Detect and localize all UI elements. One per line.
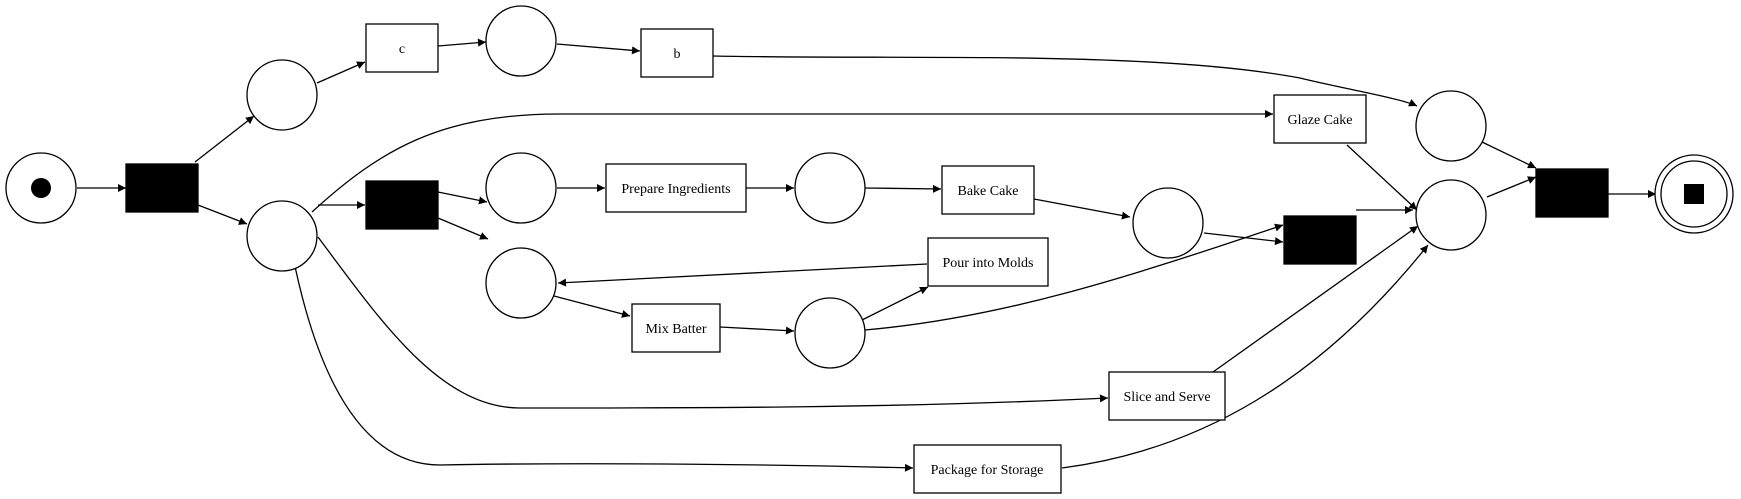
transition-b: b: [640, 28, 714, 78]
transition-package-for-storage: Package for Storage: [913, 444, 1062, 494]
arc-c-to-p-c: [437, 38, 487, 47]
silent-transitions: [125, 163, 1609, 265]
arc-pour-to-p-mix: [557, 263, 928, 287]
transition-slice-and-serve-label: Slice and Serve: [1123, 390, 1210, 405]
arc-p-prep-done-to-bake: [864, 184, 942, 193]
place-end: [1415, 179, 1487, 251]
arc-split-to-p-upper: [194, 115, 255, 163]
arc-p-mixed-to-and-join: [864, 223, 1284, 331]
final-token-icon: [1684, 184, 1704, 204]
initial-token-icon: [31, 178, 51, 198]
transition-pour-into-molds-label: Pour into Molds: [942, 256, 1033, 271]
transition-mix-batter: Mix Batter: [631, 303, 721, 353]
place-upper: [246, 59, 318, 131]
place-mix: [485, 247, 557, 319]
arc-p-mixed-to-pour: [861, 286, 929, 321]
arc-and-split-to-p-prep: [437, 191, 488, 205]
arc-split-to-p-main: [197, 204, 248, 225]
transition-glaze-cake-label: Glaze Cake: [1288, 113, 1353, 128]
places: [5, 5, 1734, 369]
arc-p-bake-to-and-join: [1203, 232, 1284, 246]
arc-p-main-to-glaze: [311, 110, 1273, 213]
place-main: [246, 200, 318, 272]
arc-p-upper-to-c: [316, 61, 366, 84]
arc-p-mix-to-mix-batter: [553, 295, 631, 318]
place-prep: [485, 152, 557, 224]
arc-p-end-to-and-final: [1486, 176, 1537, 198]
transition-mix-batter-label: Mix Batter: [645, 322, 706, 337]
arc-p-main-to-package: [289, 241, 914, 472]
arc-package-to-p-end: [1061, 244, 1429, 469]
arc-p-main-to-slice: [317, 236, 1109, 409]
arc-slice-to-p-end: [1212, 225, 1419, 373]
arc-and-split-to-p-mix: [437, 217, 489, 240]
place-mixed: [794, 297, 866, 369]
arc-p-c-to-b: [556, 43, 641, 55]
place-baked: [1132, 187, 1204, 259]
transition-slice-and-serve: Slice and Serve: [1108, 371, 1226, 421]
transition-pour-into-molds: Pour into Molds: [927, 237, 1049, 287]
place-prep-done: [794, 152, 866, 224]
place-after-b: [1415, 90, 1487, 162]
tau-split: [125, 163, 199, 213]
labeled-transitions: c b Glaze Cake Prepare Ingredients Bake …: [365, 23, 1367, 494]
transition-c: c: [365, 23, 439, 73]
transition-prepare-ingredients: Prepare Ingredients: [605, 163, 747, 213]
arcs: [77, 38, 1656, 472]
tau-final: [1535, 168, 1609, 218]
arc-glaze-to-p-end: [1346, 144, 1418, 211]
transition-glaze-cake: Glaze Cake: [1273, 94, 1367, 144]
transition-bake-cake: Bake Cake: [941, 165, 1035, 215]
arc-bake-to-p-bake: [1033, 198, 1131, 220]
tau-and-split: [365, 180, 439, 230]
transition-prepare-ingredients-label: Prepare Ingredients: [621, 182, 730, 197]
transition-bake-cake-label: Bake Cake: [957, 184, 1018, 199]
arc-p-b-to-and-final: [1481, 141, 1537, 169]
transition-c-label: c: [399, 42, 405, 57]
tau-and-join: [1283, 215, 1357, 265]
arc-b-to-p-b: [712, 55, 1418, 107]
transition-package-for-storage-label: Package for Storage: [931, 463, 1044, 478]
place-after-c: [485, 5, 557, 77]
arc-mix-batter-to-p-mixed: [719, 326, 795, 335]
transition-b-label: b: [674, 47, 681, 62]
